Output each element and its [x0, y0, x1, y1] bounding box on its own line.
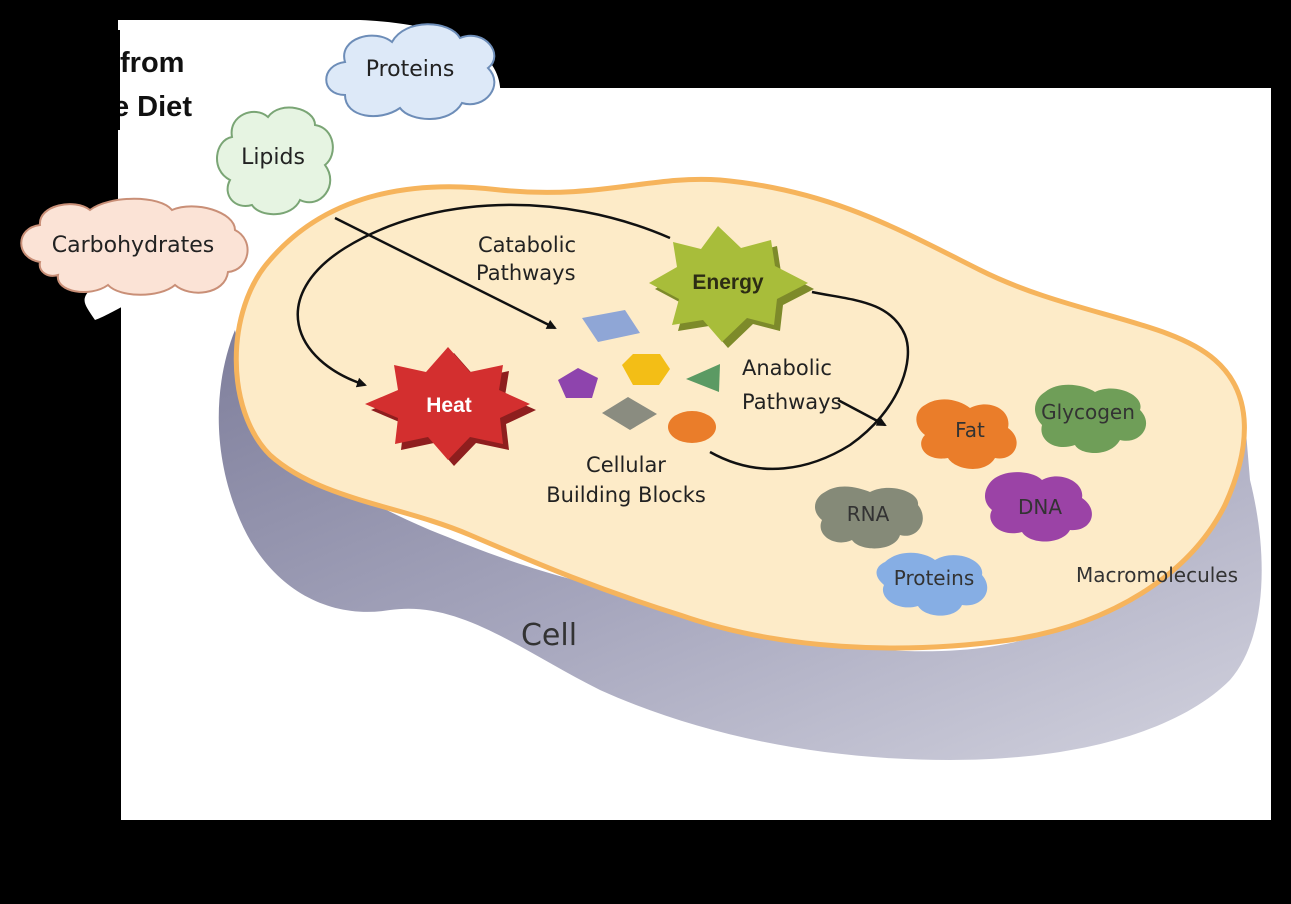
carbohydrates-cloud-shape	[20, 197, 249, 296]
proteins-cloud-label: Proteins	[366, 57, 455, 82]
yellow-hexagon-shape	[622, 354, 670, 385]
anabolic-cycle-arrow	[709, 290, 910, 471]
rna-label: RNA	[847, 502, 890, 526]
purple-pentagon-shape	[558, 368, 598, 398]
catabolic-cycle-arrow	[296, 203, 671, 388]
title-line-1: from	[120, 47, 184, 79]
rna-blob-shape	[814, 486, 923, 549]
building-blocks-line-1: Cellular	[586, 453, 666, 477]
catabolic-label-line-2: Pathways	[476, 261, 576, 285]
title-line-2: e Diet	[113, 91, 192, 123]
lipids-cloud-label: Lipids	[241, 145, 305, 170]
energy-star: Energy	[649, 226, 814, 348]
glycogen-blob-shape	[1034, 384, 1147, 454]
anabolic-label-line-2: Pathways	[742, 390, 842, 414]
cell-label: Cell	[521, 618, 577, 653]
heat-label: Heat	[426, 394, 472, 417]
lipids-cloud: Lipids	[216, 106, 334, 216]
proteins-cloud-shape	[325, 23, 496, 120]
carbohydrates-cloud-label: Carbohydrates	[52, 233, 214, 258]
proteins-macro-label: Proteins	[894, 566, 975, 590]
glycogen-label: Glycogen	[1041, 400, 1135, 424]
glycogen-blob: Glycogen	[1034, 384, 1147, 454]
green-triangle-shape	[686, 364, 720, 392]
title-crop-mask	[100, 30, 120, 130]
proteins-macro-blob-shape	[876, 552, 988, 616]
rna-blob: RNA	[814, 486, 923, 549]
fat-blob-shape	[916, 399, 1017, 469]
heat-star-shape	[365, 347, 530, 460]
dna-blob-shape	[984, 472, 1092, 542]
fat-label: Fat	[955, 418, 985, 442]
blue-block-shape	[582, 310, 640, 342]
cell-top	[233, 176, 1247, 651]
proteins-cloud: Proteins	[325, 23, 496, 120]
proteins-macro-blob: Proteins	[876, 552, 988, 616]
orange-oval-shape	[668, 411, 716, 443]
gray-block-shape	[602, 397, 657, 430]
anabolic-label-line-1: Anabolic	[742, 356, 832, 380]
dna-blob: DNA	[984, 472, 1092, 542]
fat-blob: Fat	[916, 399, 1017, 469]
dna-label: DNA	[1018, 495, 1062, 519]
heat-star: Heat	[365, 347, 536, 466]
macromolecules-label: Macromolecules	[1076, 563, 1238, 587]
energy-label: Energy	[692, 271, 764, 294]
energy-star-shape	[649, 226, 808, 342]
cell-side	[218, 330, 1262, 760]
anabolic-to-macro-arrow	[837, 398, 887, 427]
catabolic-label-line-1: Catabolic	[478, 233, 576, 257]
diet-to-blocks-arrow	[334, 216, 557, 330]
carbohydrates-cloud: Carbohydrates	[20, 197, 249, 296]
lipids-cloud-shape	[216, 106, 334, 216]
building-blocks-line-2: Building Blocks	[546, 483, 706, 507]
